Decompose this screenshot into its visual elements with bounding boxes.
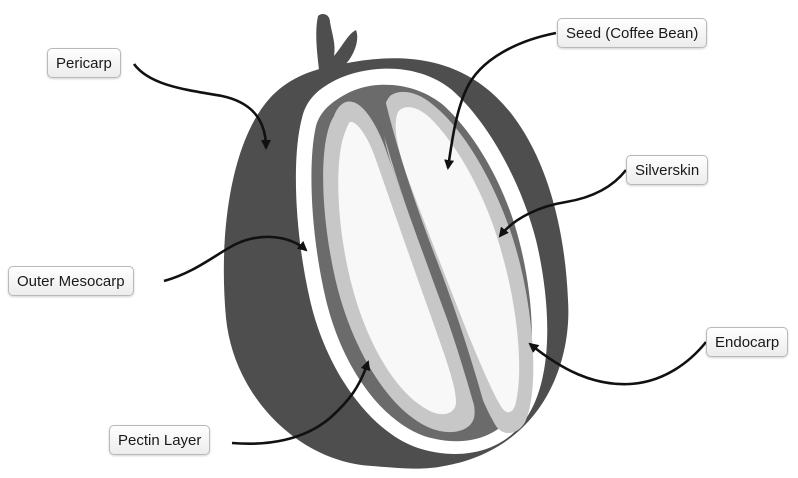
silverskin-label: Silverskin: [626, 155, 708, 185]
pectin-layer-label: Pectin Layer: [109, 425, 210, 455]
pericarp-label: Pericarp: [47, 48, 121, 78]
endocarp-label: Endocarp: [706, 327, 788, 357]
pericarp-arrow: [134, 64, 266, 148]
seed-label: Seed (Coffee Bean): [557, 18, 707, 48]
outer-mesocarp-label: Outer Mesocarp: [8, 266, 134, 296]
